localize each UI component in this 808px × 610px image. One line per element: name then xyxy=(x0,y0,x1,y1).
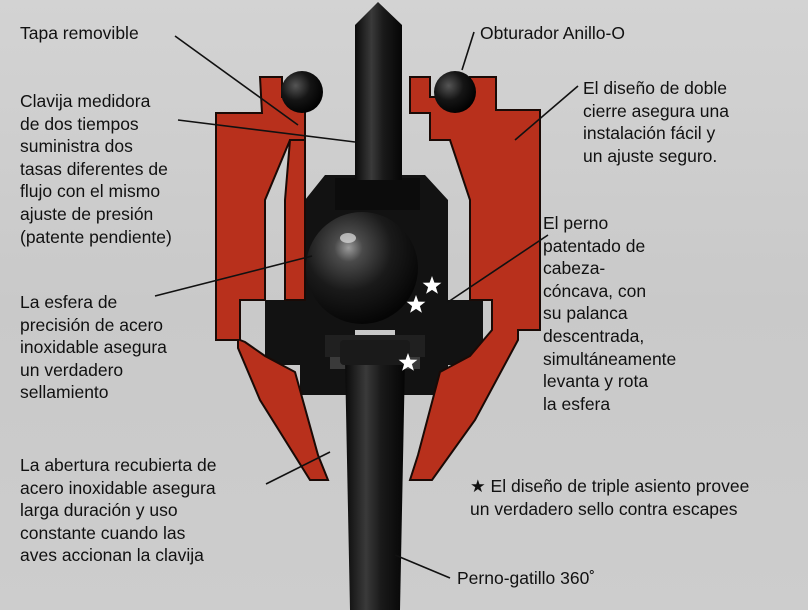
star-icon xyxy=(422,276,442,294)
label-line: acero inoxidable asegura xyxy=(20,477,216,498)
label-obturador: Obturador Anillo-O xyxy=(480,23,625,43)
label-line: suministra dos xyxy=(20,136,133,157)
leader-lines xyxy=(154,31,579,579)
label-line: constante cuando las xyxy=(20,522,186,543)
label-line: cabeza- xyxy=(543,258,606,279)
steel-ball xyxy=(306,212,418,324)
label-line: cóncava, con xyxy=(543,280,647,301)
label-line: inoxidable asegura xyxy=(20,337,167,358)
label-line: precisión de acero xyxy=(20,314,163,335)
label-line: de dos tiempos xyxy=(20,113,139,134)
label-line: aves accionan la clavija xyxy=(20,545,204,566)
label-line: instalación fácil y xyxy=(583,123,716,144)
trigger-pin xyxy=(345,360,405,610)
label-line: su palanca xyxy=(543,303,628,324)
star-icon xyxy=(406,295,426,313)
label-line: El perno xyxy=(543,213,609,233)
label-line: patentado de xyxy=(543,235,646,256)
label-line: larga duración y uso xyxy=(20,500,178,521)
label-line: flujo con el mismo xyxy=(20,181,161,202)
label-line: descentrada, xyxy=(543,326,645,346)
seat-stars xyxy=(398,276,442,371)
label-line: cierre asegura una xyxy=(583,100,729,121)
label-line: La abertura recubierta de xyxy=(20,455,217,475)
label-perno-gatillo: Perno-gatillo 360˚ xyxy=(457,568,596,588)
label-tapa-removible: Tapa removible xyxy=(20,23,139,43)
label-line: ★ El diseño de triple asiento provee xyxy=(470,476,750,496)
label-line: la esfera xyxy=(543,393,611,414)
label-line: sellamiento xyxy=(20,382,109,403)
star-icon xyxy=(398,353,418,371)
right-housing xyxy=(408,76,541,481)
label-line: levanta y rota xyxy=(543,371,649,392)
label-line: tasas diferentes de xyxy=(20,158,168,179)
label-line: un ajuste seguro. xyxy=(583,145,718,166)
left-housing xyxy=(215,76,330,481)
metering-pin xyxy=(355,2,402,180)
label-line: (patente pendiente) xyxy=(20,226,172,247)
label-line: un verdadero sello contra escapes xyxy=(470,499,738,519)
label-line: El diseño de doble xyxy=(583,78,727,98)
label-line: simultáneamente xyxy=(543,348,677,369)
label-line: un verdadero xyxy=(20,359,124,380)
label-line: ajuste de presión xyxy=(20,204,154,224)
label-line: La esfera de xyxy=(20,292,118,312)
o-ring-left xyxy=(281,71,323,113)
label-line: Clavija medidora xyxy=(20,91,151,111)
o-ring-right xyxy=(434,71,476,113)
